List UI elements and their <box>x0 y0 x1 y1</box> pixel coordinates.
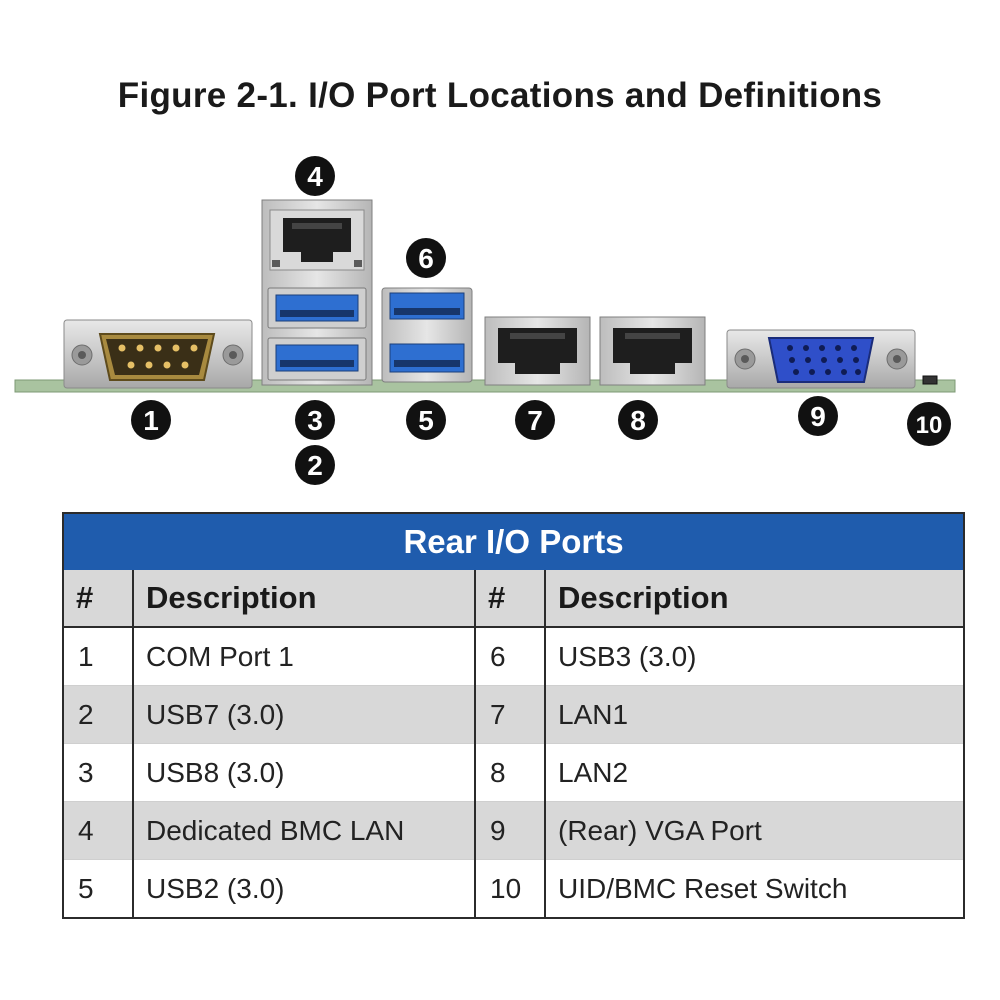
row-num-right: 6 <box>475 627 546 686</box>
row-desc-right: UID/BMC Reset Switch <box>545 859 965 919</box>
row-desc-left: COM Port 1 <box>133 627 476 686</box>
row-desc-left: Dedicated BMC LAN <box>133 801 476 860</box>
callout-10-label: 10 <box>916 412 943 439</box>
callout-7: 7 <box>515 400 555 440</box>
callout-4-label: 4 <box>307 161 323 192</box>
row-num-right: 9 <box>475 801 546 860</box>
callout-7-label: 7 <box>527 405 543 436</box>
io-port-diagram: 1 2 3 4 5 6 7 8 9 10 <box>14 156 956 485</box>
callout-10: 10 <box>907 402 951 446</box>
callout-9: 9 <box>798 396 838 436</box>
header-desc-right: Description <box>545 570 965 628</box>
table-row: 5 USB2 (3.0) 10 UID/BMC Reset Switch <box>63 859 965 919</box>
row-num-left: 2 <box>63 685 134 744</box>
callout-2: 2 <box>295 445 335 485</box>
row-num-left: 4 <box>63 801 134 860</box>
callout-8: 8 <box>618 400 658 440</box>
bmc-lan-usb-stack <box>261 199 373 386</box>
callout-1-label: 1 <box>143 405 159 436</box>
vga-port <box>726 329 916 389</box>
callout-4: 4 <box>295 156 335 196</box>
figure-title: Figure 2-1. I/O Port Locations and Defin… <box>117 76 883 115</box>
callout-5-label: 5 <box>418 405 434 436</box>
uid-switch <box>922 375 938 385</box>
lan1-port <box>484 316 591 386</box>
row-desc-left: USB7 (3.0) <box>133 685 476 744</box>
com-port <box>63 319 253 389</box>
header-desc-left: Description <box>133 570 476 628</box>
header-num-right: # <box>475 570 546 628</box>
row-desc-right: LAN1 <box>545 685 965 744</box>
row-num-right: 7 <box>475 685 546 744</box>
table-row: 4 Dedicated BMC LAN 9 (Rear) VGA Port <box>63 801 965 860</box>
callout-3-label: 3 <box>307 405 323 436</box>
table-row: 2 USB7 (3.0) 7 LAN1 <box>63 685 965 744</box>
table-row: 3 USB8 (3.0) 8 LAN2 <box>63 743 965 802</box>
callout-6: 6 <box>406 238 446 278</box>
row-num-left: 5 <box>63 859 134 919</box>
row-desc-right: (Rear) VGA Port <box>545 801 965 860</box>
row-desc-left: USB8 (3.0) <box>133 743 476 802</box>
table-header-row: # Description # Description <box>63 570 965 628</box>
row-num-left: 1 <box>63 627 134 686</box>
lan2-port <box>599 316 706 386</box>
row-desc-left: USB2 (3.0) <box>133 859 476 919</box>
callout-5: 5 <box>406 400 446 440</box>
row-num-right: 10 <box>475 859 546 919</box>
callout-6-label: 6 <box>418 243 434 274</box>
row-desc-right: LAN2 <box>545 743 965 802</box>
row-num-right: 8 <box>475 743 546 802</box>
callout-2-label: 2 <box>307 450 323 481</box>
callout-3: 3 <box>295 400 335 440</box>
callout-1: 1 <box>131 400 171 440</box>
usb-pair <box>381 287 473 383</box>
header-num-left: # <box>63 570 134 628</box>
rear-io-ports-table: Rear I/O Ports # Description # Descripti… <box>62 512 966 919</box>
callout-8-label: 8 <box>630 405 646 436</box>
row-desc-right: USB3 (3.0) <box>545 627 965 686</box>
table-row: 1 COM Port 1 6 USB3 (3.0) <box>63 627 965 686</box>
callout-9-label: 9 <box>810 401 826 432</box>
table-title: Rear I/O Ports <box>63 513 965 570</box>
row-num-left: 3 <box>63 743 134 802</box>
